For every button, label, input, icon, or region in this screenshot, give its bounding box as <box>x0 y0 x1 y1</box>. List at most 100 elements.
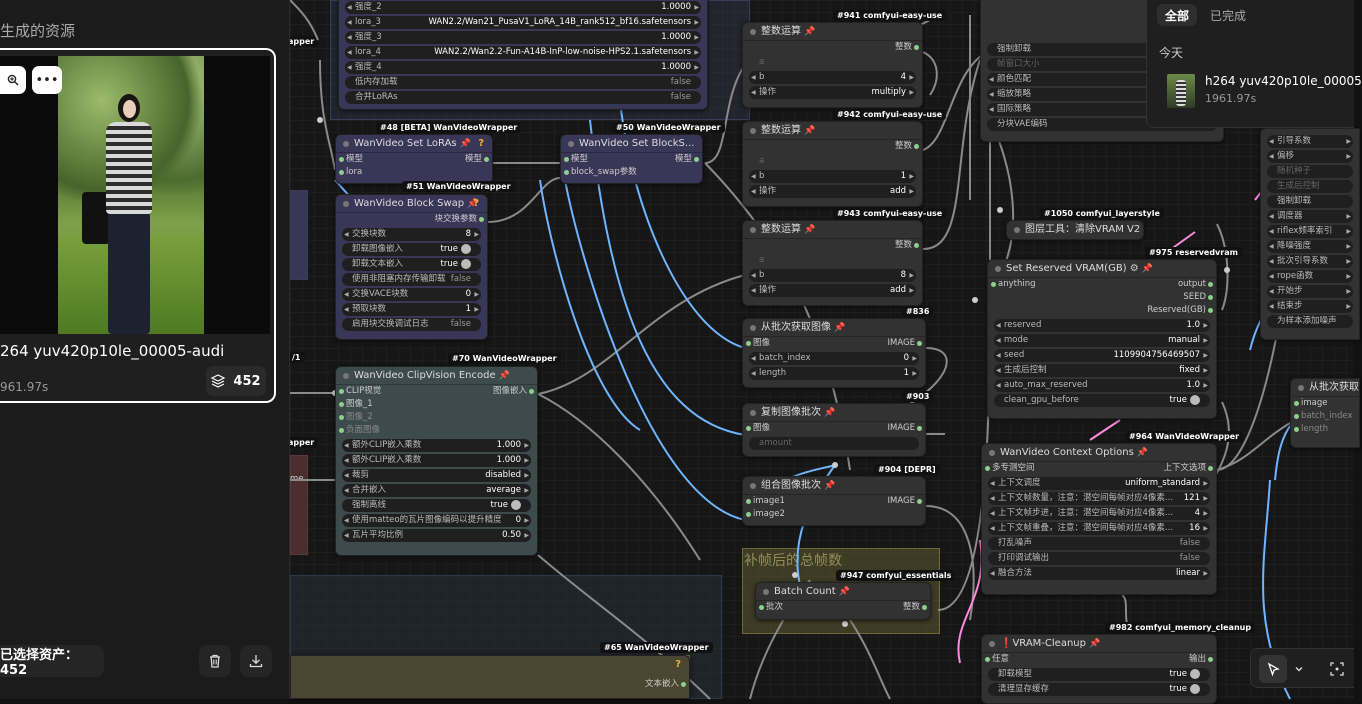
sampler-row[interactable]: 偏移 <box>1267 150 1353 163</box>
output-slot-image[interactable]: IMAGE <box>878 495 925 508</box>
input-slot-lora[interactable]: lora <box>336 166 373 179</box>
pointer-icon[interactable] <box>1259 655 1287 683</box>
sampler-row[interactable]: 随机种子 <box>1267 165 1353 178</box>
input-slot-a[interactable]: a <box>759 156 765 166</box>
lora-row-strength-2[interactable]: 强度_21.0000 <box>345 1 701 14</box>
zoom-in-icon[interactable] <box>0 66 26 94</box>
b-widget[interactable]: b1 <box>749 170 916 183</box>
input-slot-negative-image[interactable]: 负面图像 <box>336 424 391 437</box>
sampler-node-fragment[interactable]: 引导系数 偏移 随机种子 生成后控制 强制卸载 调度器 riflex频率索引 降… <box>1260 128 1360 340</box>
node-title[interactable]: 复制图像批次📌 <box>743 404 925 422</box>
asset-stack-count[interactable]: 452 <box>206 366 266 396</box>
b-widget[interactable]: b4 <box>749 71 916 84</box>
help-icon[interactable]: ? <box>675 659 681 670</box>
context-frames-widget[interactable]: 上下文帧数量，注意：潜空间每帧对应4像素...121 <box>988 492 1210 505</box>
node-title[interactable]: 组合图像批次📌 <box>743 477 925 495</box>
sampler-row[interactable]: 开始步 <box>1267 285 1353 298</box>
sampler-row[interactable]: 降噪强度 <box>1267 240 1353 253</box>
node-title[interactable]: 从批次获取 <box>1291 379 1359 397</box>
fit-view-icon[interactable] <box>1323 655 1351 683</box>
queue-item-name[interactable]: h264 yuv420p10le_00005 <box>1205 74 1362 88</box>
tab-all[interactable]: 全部 <box>1157 4 1197 26</box>
input-slot-anything[interactable]: anything <box>988 278 1046 291</box>
lora-loader-node[interactable]: 强度_21.0000 lora_3WAN2.2/Wan21_PusaV1_LoR… <box>338 0 708 110</box>
set-reserved-vram-node[interactable]: Set Reserved VRAM(GB) ⚙📌 anything output… <box>987 259 1217 419</box>
node-title[interactable]: WanVideo Set LoRAs📌? <box>336 135 492 153</box>
input-slot-image[interactable]: 图像 <box>743 422 780 435</box>
input-slot-fe-args[interactable]: 多专测空间 <box>982 462 1045 475</box>
input-slot-batch-index[interactable]: batch_index <box>1291 410 1359 423</box>
node-title[interactable]: 整数运算📌 <box>743 221 922 239</box>
node-title[interactable]: 整数运算📌 <box>743 23 922 41</box>
sampler-row[interactable]: 生成后控制 <box>1267 180 1353 193</box>
sampler-row[interactable]: 强制卸载 <box>1267 195 1353 208</box>
input-slot-blockswap[interactable]: block_swap参数 <box>561 166 647 179</box>
lora-row-strength-3[interactable]: 强度_31.0000 <box>345 31 701 44</box>
output-slot-image[interactable]: IMAGE <box>878 422 925 435</box>
trash-icon[interactable] <box>199 645 231 677</box>
sampler-row[interactable]: 结束步 <box>1267 300 1353 313</box>
input-slot-image[interactable]: image <box>1291 397 1359 410</box>
output-slot-text-embeds[interactable]: 文本嵌入 <box>291 678 689 691</box>
input-slot-image-1[interactable]: 图像_1 <box>336 398 391 411</box>
lora-row-lora-3[interactable]: lora_3WAN2.2/Wan21_PusaV1_LoRA_14B_rank5… <box>345 16 701 29</box>
context-stride-widget[interactable]: 上下文帧步进，注意：潜空间每帧对应4像素...4 <box>988 507 1210 520</box>
sampler-row[interactable]: riflex频率索引 <box>1267 225 1353 238</box>
node-title[interactable]: Batch Count📌 <box>756 583 930 601</box>
input-slot-batch[interactable]: 批次 <box>756 601 793 614</box>
input-slot-image2[interactable]: image2 <box>743 508 795 521</box>
tab-completed[interactable]: 已完成 <box>1210 9 1247 23</box>
node-title[interactable]: 从批次获取图像📌 <box>743 319 925 337</box>
output-slot-output[interactable]: output <box>1137 278 1216 291</box>
output-slot-seed[interactable]: SEED <box>1137 291 1216 304</box>
input-slot-clip-vision[interactable]: CLIP视觉 <box>336 385 391 398</box>
set-blockswap-node[interactable]: WanVideo Set BlockS... 模型 block_swap参数 模… <box>560 134 703 184</box>
input-slot-a[interactable]: a <box>759 255 765 265</box>
output-slot-int[interactable]: 整数 <box>743 239 922 252</box>
input-slot-model[interactable]: 模型 <box>561 153 647 166</box>
node-title[interactable]: WanVideo Block Swap📌? <box>336 195 487 213</box>
clipvision-encode-node[interactable]: WanVideo ClipVision Encode📌 CLIP视觉 图像_1 … <box>335 366 538 556</box>
sampler-row[interactable]: 为样本添加噪声 <box>1267 315 1353 328</box>
output-slot-reserved[interactable]: Reserved(GB) <box>1137 304 1216 317</box>
sampler-row[interactable]: 引导系数 <box>1267 135 1353 148</box>
output-slot-output[interactable]: 输出 <box>1179 653 1216 666</box>
combine-image-batch-node[interactable]: 组合图像批次📌 image1 image2 IMAGE <box>742 476 926 526</box>
output-slot-int[interactable]: 整数 <box>743 41 922 54</box>
output-slot-model[interactable]: 模型 <box>665 153 702 166</box>
get-batch-node-fragment[interactable]: 从批次获取 image batch_index length <box>1290 378 1360 448</box>
text-encode-node[interactable]: ? 文本嵌入 <box>290 655 690 699</box>
amount-widget[interactable]: amount <box>749 437 919 450</box>
node-title[interactable]: WanVideo Context Options📌 <box>982 444 1216 462</box>
node-title[interactable]: Set Reserved VRAM(GB) ⚙📌 <box>988 260 1216 278</box>
node-title[interactable]: 图层工具：清除VRAM V2 <box>1007 221 1143 239</box>
node-title[interactable]: ❗VRAM-Cleanup📌 <box>982 635 1216 653</box>
clear-vram-node[interactable]: 图层工具：清除VRAM V2 <box>1006 220 1144 240</box>
b-widget[interactable]: b8 <box>749 269 916 282</box>
